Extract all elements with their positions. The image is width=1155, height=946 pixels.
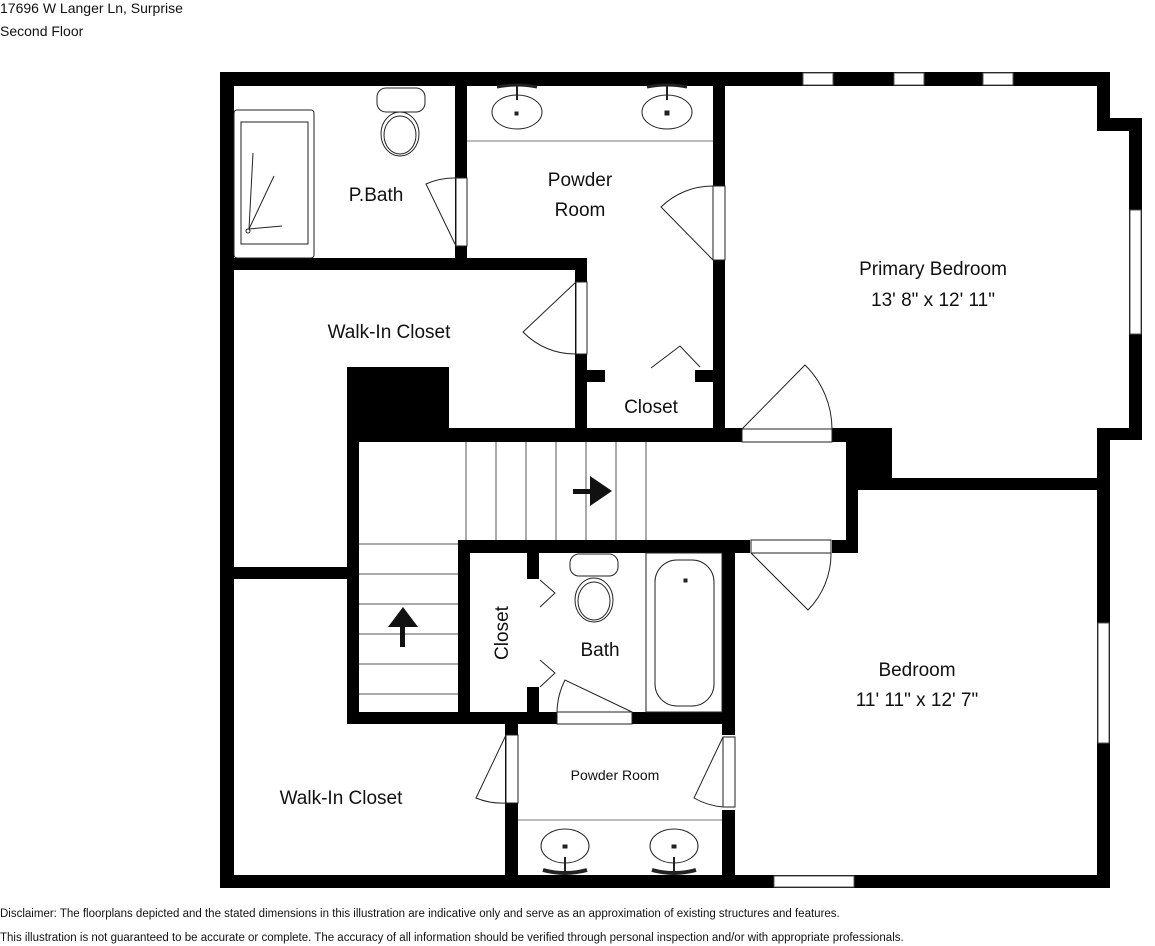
room-dimensions-bedroom: 11' 11" x 12' 7"	[856, 690, 979, 711]
room-dimensions-primary-bedroom: 13' 8" x 12' 11"	[871, 290, 995, 311]
door-powder-bottom-right	[722, 736, 736, 808]
door-powder-top	[712, 185, 726, 261]
room-label-bath: Bath	[580, 640, 619, 661]
window	[1097, 622, 1110, 744]
toilet-icon	[569, 553, 619, 623]
room-label-walk-in-closet-bottom: Walk-In Closet	[280, 788, 404, 809]
sink-icon	[641, 83, 693, 130]
window	[802, 72, 834, 86]
door-walkin-top	[575, 281, 588, 355]
disclaimer-line-2: This illustration is not guaranteed to b…	[0, 932, 904, 944]
room-label-powder-room-line1: Powder	[548, 170, 613, 191]
window	[893, 72, 925, 86]
window	[982, 72, 1014, 86]
windows	[773, 72, 1142, 888]
toilet-icon	[376, 87, 426, 157]
shower-icon	[233, 109, 315, 259]
door-primary	[741, 428, 833, 443]
room-label-closet-top: Closet	[624, 397, 679, 418]
room-label-p-bath: P.Bath	[349, 185, 404, 206]
address-title: 17696 W Langer Ln, Surprise	[0, 0, 183, 16]
door-pbath	[455, 177, 468, 247]
disclaimer-line-1: Disclaimer: The floorplans depicted and …	[0, 908, 840, 920]
sink-icon	[491, 83, 543, 130]
room-label-walk-in-closet-top: Walk-In Closet	[328, 322, 452, 343]
door-bedroom	[750, 539, 832, 554]
stair-arrow-up-icon	[388, 607, 418, 647]
window	[1129, 209, 1142, 335]
doors	[425, 177, 833, 808]
room-label-powder-room-bottom: Powder Room	[571, 767, 660, 783]
sink-icon	[540, 828, 590, 875]
floor-title: Second Floor	[0, 23, 84, 39]
bathtub-icon	[645, 552, 723, 713]
door-powder-bottom-left	[505, 734, 519, 804]
walls	[220, 72, 1142, 888]
sink-icon	[649, 828, 699, 875]
room-label-bedroom: Bedroom	[878, 660, 955, 681]
room-label-primary-bedroom: Primary Bedroom	[859, 259, 1007, 280]
floor-plan: P.Bath Powder Room Primary Bedroom 13' 8…	[220, 72, 1142, 888]
stairs	[359, 442, 647, 695]
window	[773, 875, 855, 888]
door-bath	[556, 711, 633, 725]
stair-arrow-right-icon	[573, 476, 612, 506]
room-label-powder-room-line2: Room	[555, 200, 606, 221]
room-label-closet-bath: Closet	[492, 605, 513, 660]
